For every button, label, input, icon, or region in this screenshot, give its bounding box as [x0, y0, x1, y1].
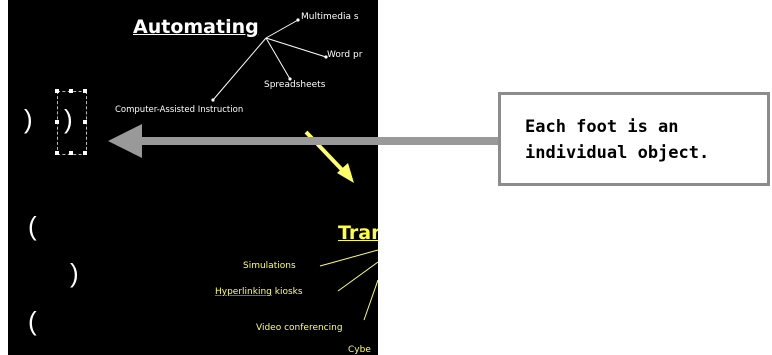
callout-box: Each foot is an individual object. — [498, 92, 770, 186]
resize-handle-top[interactable] — [69, 89, 73, 93]
callout-line-2: individual object. — [525, 143, 710, 163]
footprint-right-2-icon[interactable]: ) — [70, 258, 79, 288]
resize-handle-left[interactable] — [55, 120, 59, 124]
item-cyber[interactable]: Cybe — [348, 345, 371, 355]
kiosks-word: kiosks — [271, 287, 303, 297]
branch-spreadsheets[interactable]: Spreadsheets — [264, 80, 326, 90]
mindmap-connectors — [211, 18, 378, 321]
heading-transforming[interactable]: Tran — [338, 222, 378, 244]
heading-automating[interactable]: Automating — [133, 16, 259, 38]
branch-multimedia[interactable]: Multimedia s — [301, 12, 359, 22]
branch-cai[interactable]: Computer-Assisted Instruction — [115, 105, 244, 115]
hyperlinking-word: Hyperlinking — [215, 287, 272, 297]
resize-handle-right[interactable] — [83, 120, 87, 124]
item-video-conferencing[interactable]: Video conferencing — [256, 323, 343, 333]
footprint-left-2-icon[interactable]: ( — [28, 211, 37, 241]
footprint-right-selected-icon[interactable]: ) — [64, 104, 73, 134]
resize-handle-bottom-right[interactable] — [83, 151, 87, 155]
item-simulations[interactable]: Simulations — [243, 261, 296, 271]
branch-word-processing[interactable]: Word pr — [327, 50, 363, 60]
footprint-left-3-icon[interactable]: ( — [28, 306, 37, 336]
resize-handle-top-left[interactable] — [55, 89, 59, 93]
footprint-left-top-icon[interactable]: ⁠( — [24, 104, 33, 134]
callout-line-1: Each foot is an — [525, 117, 679, 137]
resize-handle-top-right[interactable] — [83, 89, 87, 93]
resize-handle-bottom-left[interactable] — [55, 151, 59, 155]
slide-canvas[interactable]: Automating Multimedia s Word pr Spreadsh… — [8, 0, 378, 355]
resize-handle-bottom[interactable] — [69, 151, 73, 155]
callout-text: Each foot is an individual object. — [525, 114, 709, 166]
item-hyperlinking-kiosks[interactable]: Hyperlinking kiosks — [215, 287, 303, 297]
